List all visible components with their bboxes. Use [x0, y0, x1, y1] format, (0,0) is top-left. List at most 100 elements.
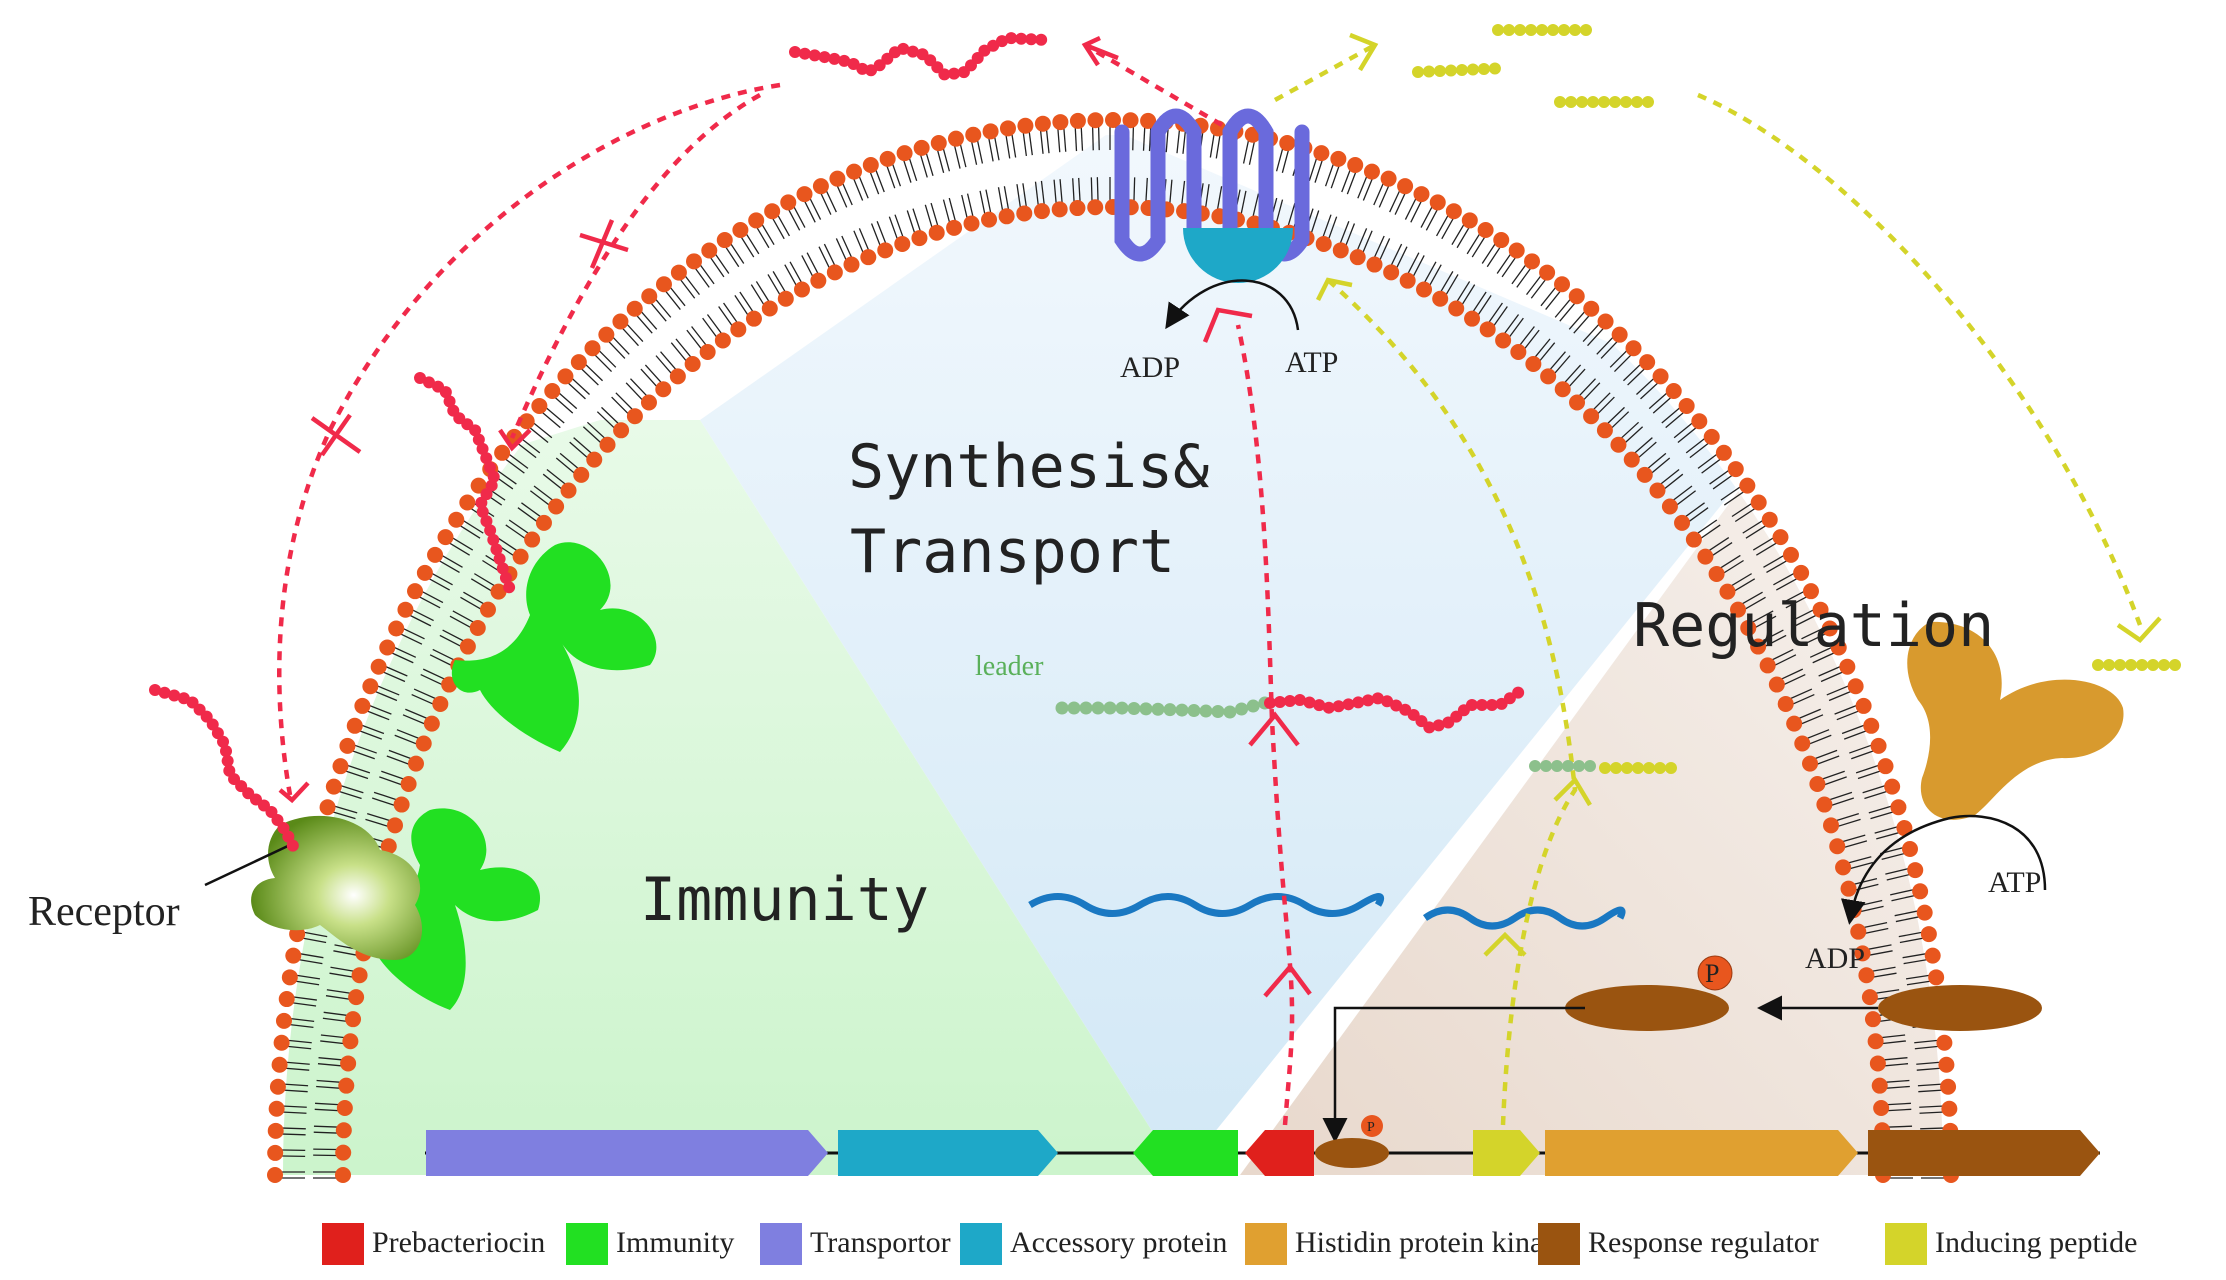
lipid-head: [1477, 222, 1494, 239]
legend-label: Accessory protein: [1010, 1226, 1227, 1259]
peptide-bead: [1554, 96, 1566, 108]
inducing-peptide-2: [1412, 62, 1501, 78]
lipid-head: [1739, 477, 1756, 494]
peptide-bead: [217, 735, 230, 748]
lipid-head: [432, 695, 449, 712]
lipid-head: [393, 796, 410, 813]
lipid-head: [1896, 820, 1913, 837]
lipid-head: [1871, 1077, 1888, 1094]
peptide-bead: [1551, 760, 1563, 772]
lipid-head: [273, 1034, 290, 1051]
inducing-precursor: [1599, 762, 1677, 774]
peptide-bead: [1632, 762, 1644, 774]
lipid-head: [669, 368, 686, 385]
lipid-head: [469, 619, 486, 636]
lipid-head: [1691, 413, 1708, 430]
synthesis-title-line1: Synthesis&: [848, 432, 1209, 502]
legend-swatch: [760, 1223, 802, 1265]
lipid-head: [1829, 838, 1846, 855]
peptide-chains: [149, 24, 2181, 852]
lipid-head: [1812, 601, 1829, 618]
lipid-head: [1823, 817, 1840, 834]
receptor-path-inner: [509, 93, 762, 439]
peptide-bead: [798, 47, 811, 60]
promoter-activation-arrow: [1322, 1006, 1585, 1143]
peptide-bead: [1565, 96, 1577, 108]
arrowhead-receptor-path: [278, 781, 310, 804]
synthesis-region: [700, 135, 1790, 1175]
lipid-head: [1279, 135, 1296, 152]
pathway-arrows: [277, 43, 2143, 1126]
peptide-bead: [847, 57, 860, 70]
peptide-bead: [1477, 62, 1490, 75]
lipid-head: [584, 340, 601, 357]
lipid-head: [1087, 199, 1104, 216]
lipid-head: [1461, 212, 1478, 229]
lipid-head: [1033, 203, 1050, 220]
lipid-head: [345, 1011, 362, 1028]
lipid-head: [716, 232, 733, 249]
regulation-title: Regulation: [1633, 591, 1994, 661]
peptide-bead: [1187, 704, 1201, 718]
peptide-bead: [938, 68, 951, 81]
legend-label: Prebacteriocin: [372, 1226, 545, 1259]
peptide-bead: [1654, 762, 1666, 774]
pathway-arrowheads: [278, 32, 2162, 998]
peptide-bead: [906, 45, 919, 58]
lipid-head: [670, 264, 687, 281]
lipid-head: [1524, 253, 1540, 270]
lipid-head: [745, 310, 762, 327]
immunity-protein-upper: [451, 542, 657, 752]
lipid-head: [714, 332, 731, 349]
lipid-head: [1540, 368, 1557, 385]
legend-item: Inducing peptide: [1885, 1223, 2137, 1265]
legend-item: Response regulator: [1538, 1223, 1819, 1265]
peptide-bead: [1540, 760, 1552, 772]
synthesis-path-inducing: [1326, 278, 1578, 1126]
peptide-bead: [1621, 762, 1633, 774]
peptide-bead: [277, 821, 290, 834]
peptide-bead: [1352, 696, 1365, 709]
legend-item: Immunity: [566, 1223, 734, 1265]
peptide-bead: [221, 754, 234, 767]
peptide-bead: [1223, 705, 1237, 719]
lipid-head: [1016, 205, 1033, 222]
peptide-bead: [1423, 721, 1436, 734]
lipid-head: [1793, 564, 1810, 581]
inducing-leader: [1529, 760, 1596, 772]
peptide-bead: [1475, 699, 1488, 711]
gene-inducing-peptide: [1473, 1130, 1540, 1176]
lipid-head: [1715, 444, 1732, 461]
peptide-bead: [2169, 659, 2181, 671]
arrowhead-export-inducing: [1349, 32, 1379, 72]
lipid-head: [1087, 112, 1104, 129]
peptide-bead: [1569, 24, 1581, 36]
peptide-bead: [1562, 760, 1574, 772]
peptide-bead: [1303, 696, 1316, 709]
lipid-head: [427, 546, 444, 563]
peptide-bead: [1444, 64, 1457, 77]
lipid-head: [281, 969, 298, 986]
lipid-head: [998, 208, 1015, 225]
peptide-bead: [1580, 24, 1592, 36]
lipid-head: [548, 498, 565, 515]
lipid-head: [1936, 1034, 1953, 1051]
lipid-head: [1122, 112, 1139, 129]
lipid-head: [1750, 494, 1767, 511]
peptide-bead: [1273, 696, 1286, 709]
lipid-head: [1596, 422, 1613, 439]
lipid-head: [285, 947, 302, 964]
lipid-head: [1510, 343, 1527, 360]
lipid-head: [1864, 1011, 1881, 1028]
lipid-head: [1661, 498, 1678, 515]
peptide-bead: [1631, 96, 1643, 108]
lipid-head: [1678, 397, 1695, 414]
lipid-head: [346, 717, 363, 734]
lipid-head: [655, 381, 672, 398]
lipid-head: [655, 276, 672, 293]
peptide-bead: [1381, 695, 1394, 708]
lipid-head: [1802, 583, 1819, 600]
lipid-head: [846, 163, 863, 180]
peptide-bead: [1235, 702, 1249, 716]
